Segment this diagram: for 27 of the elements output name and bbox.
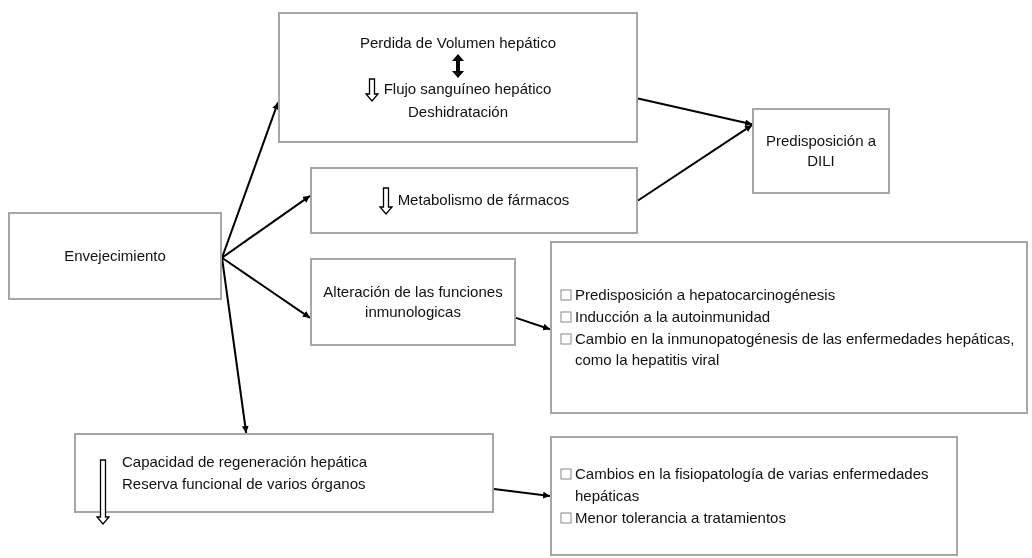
- arrow: [515, 316, 551, 331]
- arrow: [493, 488, 551, 499]
- box-text: Perdida de Volumen hepático: [360, 33, 556, 54]
- process-box: [8, 212, 222, 300]
- process-box: [310, 258, 516, 346]
- arrow: [637, 124, 753, 202]
- box-text: Deshidratación: [407, 101, 509, 122]
- box-text: Cambios en la fisiopatología de varias enfermedades hepáticas: [575, 464, 930, 507]
- box-text: Reserva funcional de varios órganos: [122, 474, 366, 494]
- process-box: [310, 167, 638, 234]
- box-text: Capacidad de regeneración hepática: [122, 451, 368, 472]
- arrow: [221, 194, 311, 259]
- process-box: [752, 108, 890, 194]
- box-text: Predisposición a hepatocarcinogénesis: [575, 285, 836, 305]
- process-box: [278, 12, 638, 143]
- box-text: Cambio en la inmunopatogénesis de las enfermedades hepáticas, como la hepatitis viral: [575, 328, 1016, 371]
- box-text: Menor tolerancia a tratamientos: [575, 507, 786, 528]
- process-box: [550, 241, 1028, 414]
- box-text: Predisposición a DILI: [764, 130, 878, 171]
- arrow: [221, 256, 311, 319]
- box-text: Envejecimiento: [64, 245, 166, 266]
- box-text: Flujo sanguíneo hepático: [383, 79, 552, 100]
- box-text: Metabolismo de fármacos: [397, 190, 570, 211]
- box-text: Inducción a la autoinmunidad: [575, 306, 771, 327]
- arrow: [637, 97, 753, 127]
- process-box: [550, 436, 958, 556]
- box-text: Alteración de las funciones inmunologicas: [322, 281, 504, 322]
